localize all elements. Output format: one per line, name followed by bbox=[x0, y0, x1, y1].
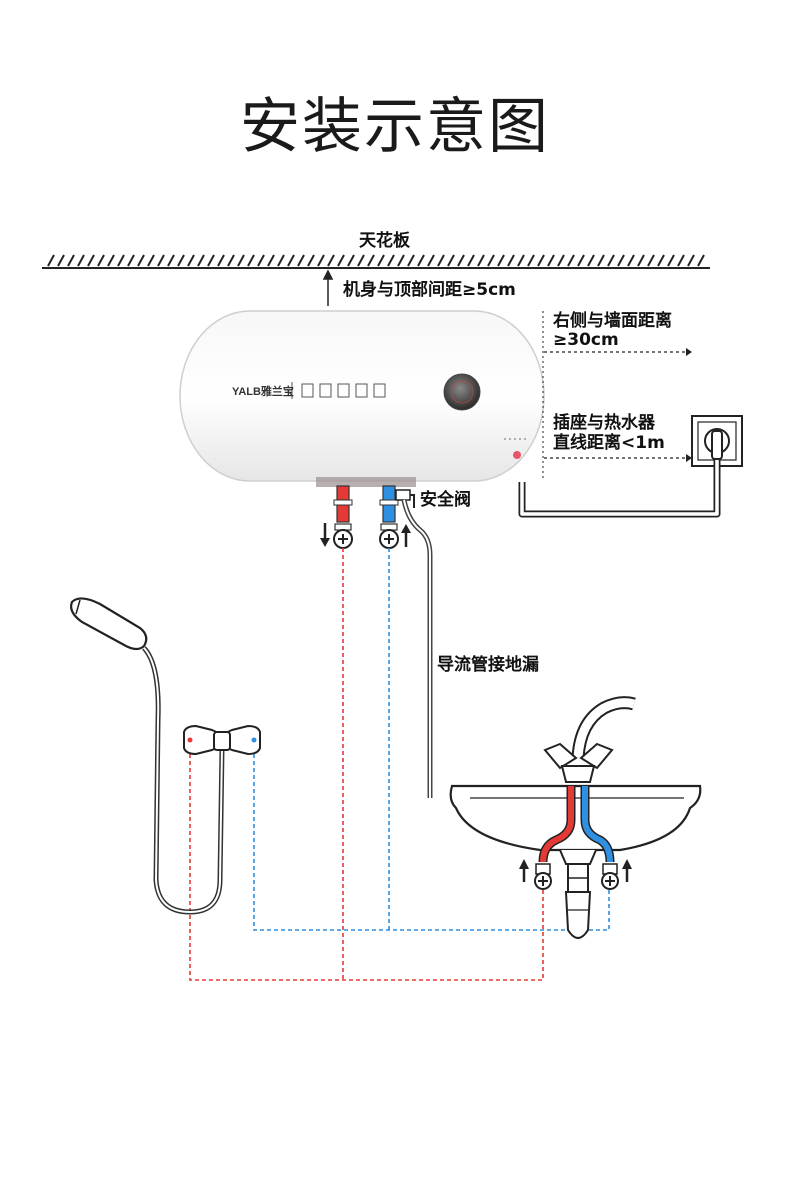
arrow-down-icon bbox=[320, 523, 330, 547]
ceiling-label: 天花板 bbox=[359, 231, 410, 251]
water-heater bbox=[179, 310, 545, 487]
safety-valve-label: 安全阀 bbox=[420, 490, 471, 510]
drain-pipe-label: 导流管接地漏 bbox=[437, 655, 539, 675]
right-gap-arrow bbox=[542, 311, 692, 480]
cold-water-dashed-line bbox=[253, 548, 610, 931]
top-gap-label: 机身与顶部间距≥5cm bbox=[343, 280, 516, 300]
heater-hot-outlet bbox=[333, 485, 353, 549]
shower-head bbox=[70, 597, 148, 651]
sink-faucet bbox=[543, 696, 636, 783]
heater-cold-inlet bbox=[379, 485, 399, 549]
indicator-light bbox=[513, 451, 521, 459]
drain-pipe bbox=[401, 499, 433, 798]
ceiling-hatch bbox=[42, 254, 710, 269]
top-gap-arrow bbox=[322, 269, 334, 306]
arrow-up-icon bbox=[519, 859, 529, 882]
socket-label-line1: 插座与热水器 bbox=[553, 413, 655, 433]
right-gap-label-line2: ≥30cm bbox=[553, 330, 619, 350]
power-cord bbox=[518, 460, 721, 518]
arrow-up-icon bbox=[622, 859, 632, 882]
sink-hot-valve bbox=[534, 863, 552, 890]
temperature-knob bbox=[443, 373, 481, 411]
sink-drain-trap bbox=[564, 863, 592, 939]
heater-brand: YALB雅兰宝 bbox=[232, 384, 294, 398]
mixer-valve bbox=[183, 724, 261, 756]
sink-cold-valve bbox=[601, 863, 619, 890]
control-buttons bbox=[291, 382, 386, 399]
power-socket bbox=[691, 415, 743, 467]
arrow-up-icon bbox=[401, 524, 411, 547]
safety-valve bbox=[395, 489, 415, 508]
hot-water-dashed-line bbox=[189, 548, 544, 981]
socket-gap-arrow bbox=[544, 454, 692, 462]
socket-label-line2: 直线距离<1m bbox=[553, 433, 665, 453]
right-gap-label-line1: 右侧与墙面距离 bbox=[553, 311, 672, 331]
page-title: 安装示意图 bbox=[240, 92, 550, 162]
